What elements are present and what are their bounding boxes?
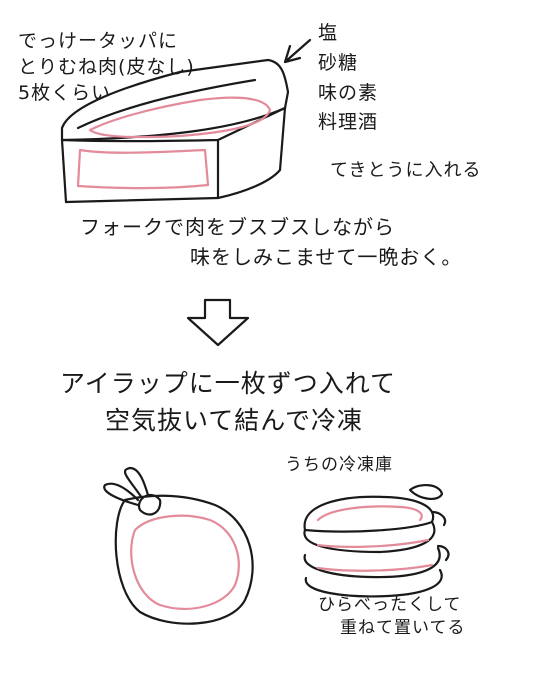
seasoning-salt: 塩 (318, 22, 339, 44)
seasoning-list: 塩 砂糖 味の素 料理酒 (318, 22, 378, 141)
container-front-top (60, 106, 287, 143)
container-front-bottom (64, 196, 220, 204)
meat-in-container (88, 96, 272, 139)
step1-line1: フォークで肉をブスブスしながら (80, 215, 395, 239)
step1-line2: 味をしみこませて一晩おく。 (190, 245, 463, 269)
container-note-line3: 5枚くらい (18, 81, 112, 104)
single-bag-drawing (103, 466, 254, 625)
container-drawing (60, 58, 290, 204)
step2-line1: アイラップに一枚ずつ入れて (60, 369, 397, 398)
container-rim-outer (60, 58, 290, 142)
container-right-side (216, 106, 287, 200)
seasoning-method: てきとうに入れる (330, 160, 482, 181)
meat-single-bag (130, 514, 240, 610)
meat-stack-middle (316, 538, 430, 548)
step2-line2: 空気抜いて結んで冷凍 (105, 406, 364, 435)
seasoning-ajinomoto: 味の素 (318, 81, 379, 104)
meat-stack-top (316, 505, 423, 522)
stack-note-line1: ひらべったくして (318, 595, 462, 615)
container-note-line2: とりむね肉(皮なし) (18, 55, 195, 78)
freezer-label: うちの冷凍庫 (285, 455, 393, 475)
seasoning-sugar: 砂糖 (318, 51, 359, 74)
meat-stack-bottom (316, 563, 434, 572)
meat-container-side (76, 148, 210, 190)
stack-note-line2: 重ねて置いてる (340, 618, 466, 638)
container-note-line1: でっけータッパに (18, 30, 179, 52)
down-arrow-icon (186, 298, 250, 347)
pointer-arrow-icon (283, 38, 312, 64)
container-note: でっけータッパに とりむね肉(皮なし) 5枚くらい (18, 30, 195, 107)
bag-stack-drawing (303, 484, 450, 598)
seasoning-sake: 料理酒 (318, 111, 379, 134)
container-left-side (60, 138, 68, 204)
container-rim-inner (76, 78, 257, 130)
